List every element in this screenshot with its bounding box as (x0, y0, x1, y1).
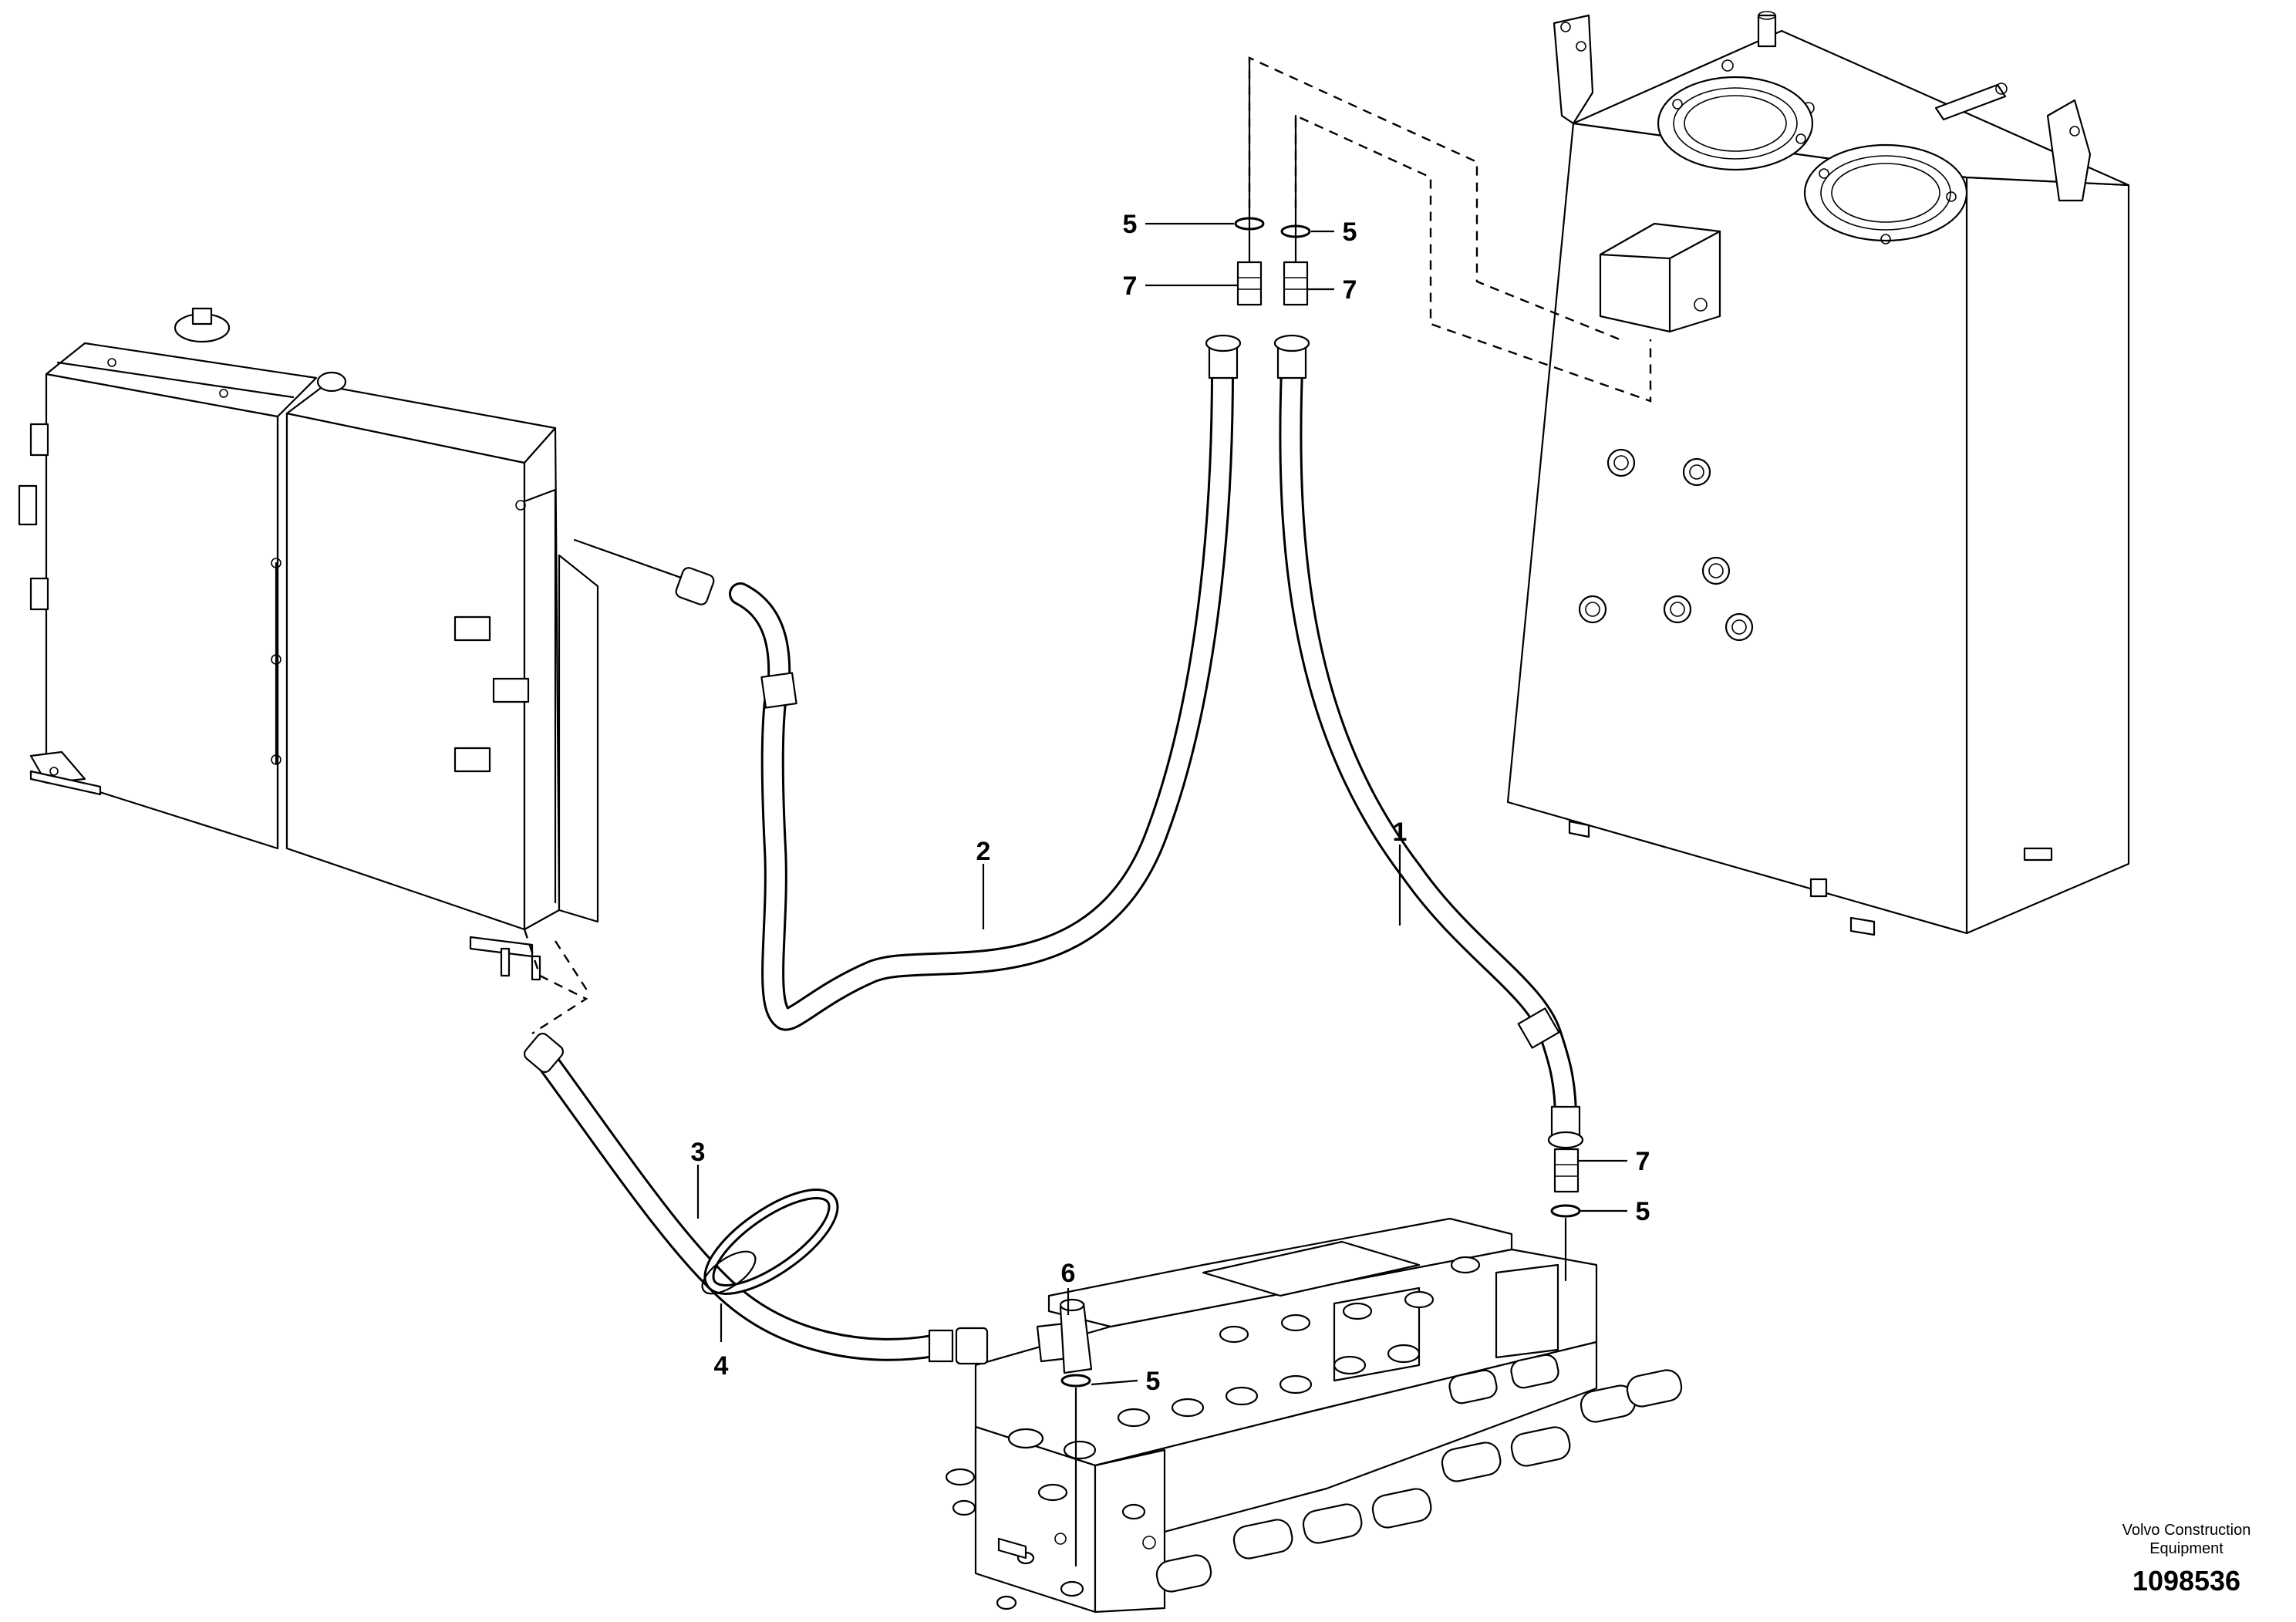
callout-7-a: 7 (1123, 271, 1138, 301)
callout-4: 4 (714, 1351, 729, 1381)
callout-5-c: 5 (1636, 1197, 1650, 1226)
hose-1 (1273, 334, 1584, 1149)
callout-5-d: 5 (1146, 1367, 1161, 1396)
callout-3: 3 (691, 1138, 706, 1167)
hose-3 (523, 1032, 989, 1365)
oil-cooler (18, 307, 599, 981)
hydraulic-tank (1506, 11, 2130, 936)
control-valve (945, 1217, 1683, 1614)
o-rings-5 (1060, 217, 1581, 1388)
elbow-fitting-6 (1036, 1298, 1093, 1374)
callout-2: 2 (976, 837, 991, 866)
footer-branding: Volvo Construction Equipment 1098536 (2122, 1522, 2251, 1597)
valve-ports (1007, 1256, 1481, 1597)
connection-lines (573, 56, 1567, 1567)
callout-numbers: 1 2 3 4 5 5 5 5 6 7 7 7 (691, 210, 1650, 1396)
fittings-7 (1236, 261, 1580, 1193)
clamp-4 (701, 1189, 839, 1295)
callout-7-c: 7 (1636, 1147, 1650, 1176)
leader-lines (696, 222, 1627, 1386)
tank-ports (1578, 448, 1754, 642)
document-number: 1098536 (2132, 1565, 2240, 1597)
callout-1: 1 (1393, 818, 1408, 847)
hose-2 (675, 334, 1242, 1031)
callout-5-a: 5 (1123, 210, 1138, 239)
valve-spools (1155, 1354, 1683, 1593)
brand-line-1: Volvo Construction (2122, 1522, 2251, 1539)
callout-7-b: 7 (1343, 275, 1357, 305)
callout-5-b: 5 (1343, 218, 1357, 247)
callout-6: 6 (1061, 1259, 1076, 1288)
dashed-routing (523, 56, 1652, 1035)
brand-line-2: Equipment (2149, 1540, 2224, 1557)
